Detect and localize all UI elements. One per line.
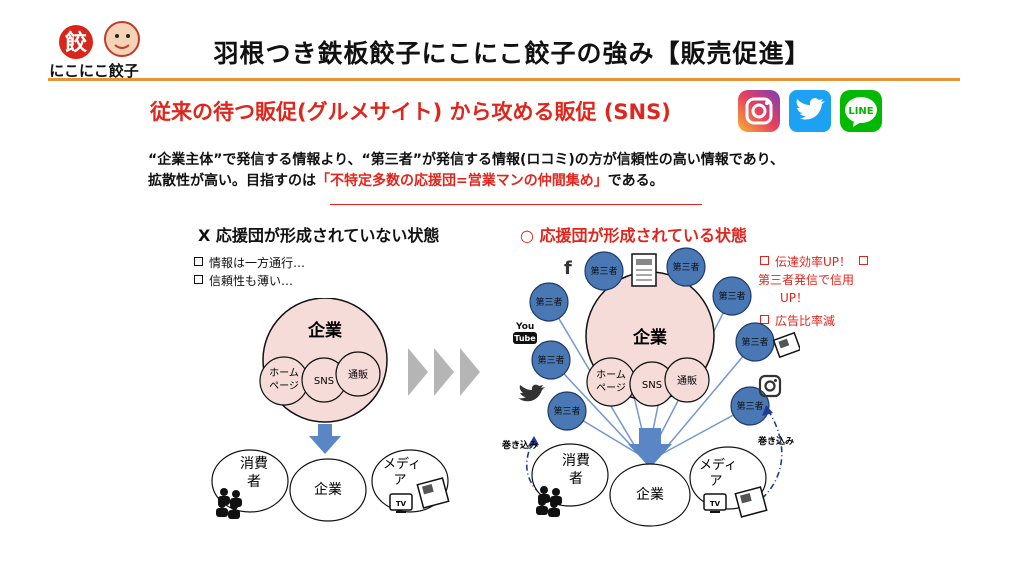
mailorder-circle bbox=[335, 351, 381, 397]
down-arrow bbox=[639, 428, 661, 446]
left-heading: Ⅹ 応援団が形成されていない状態 bbox=[198, 226, 440, 245]
left-bullet-1: 情報は一方通行… bbox=[194, 254, 305, 271]
logo-text: にこにこ餃子 bbox=[49, 62, 138, 80]
highlight-text: 「不特定多数の応援団=営業マンの仲間集め」 bbox=[316, 173, 608, 189]
logo-mark: 餃 bbox=[65, 30, 88, 56]
right-diagram: 企業 ホーム ページ SNS 通販 第三者 第三者 第三者 第三者 第三者 第三… bbox=[501, 247, 800, 527]
svg-text:SNS: SNS bbox=[314, 376, 334, 387]
svg-text:消費: 消費 bbox=[562, 453, 590, 469]
instagram-icon bbox=[738, 90, 780, 132]
svg-text:ア: ア bbox=[709, 474, 722, 489]
company-label: 企業 bbox=[307, 320, 342, 341]
svg-text:You: You bbox=[515, 322, 534, 332]
checkbox-icon bbox=[760, 256, 769, 265]
svg-text:者: 者 bbox=[247, 474, 261, 490]
left-bullet-2: 信頼性も薄い… bbox=[194, 272, 293, 289]
page-title: 羽根つき鉄板餃子にこにこ餃子の強み【販売促進】 bbox=[213, 39, 811, 68]
svg-text:Tube: Tube bbox=[514, 334, 536, 343]
svg-text:第三者: 第三者 bbox=[590, 265, 617, 277]
svg-text:第三者: 第三者 bbox=[553, 405, 580, 417]
chevron-arrows bbox=[408, 348, 480, 396]
svg-text:LINE: LINE bbox=[848, 106, 873, 117]
right-note-4: 広告比率減 bbox=[760, 312, 835, 329]
svg-text:第三者: 第三者 bbox=[672, 261, 699, 273]
facebook-icon: f bbox=[564, 258, 572, 279]
svg-text:通販: 通販 bbox=[677, 375, 697, 387]
tv-icon: TV bbox=[703, 493, 727, 513]
line-icon: LINE bbox=[840, 90, 882, 132]
svg-text:第三者: 第三者 bbox=[535, 296, 562, 308]
body-text: “企業主体”で発信する情報より、“第三者”が発信する情報(ロコミ)の方が信頼性の… bbox=[148, 150, 908, 192]
left-diagram: 企業 ホーム ページ SNS 通販 消費 者 企業 メディ ア TV bbox=[211, 298, 450, 522]
svg-text:者: 者 bbox=[569, 471, 583, 487]
wrap-in-label-right: 巻き込み bbox=[757, 435, 794, 447]
down-arrow bbox=[318, 424, 332, 438]
right-heading: ○ 応援団が形成されている状態 bbox=[520, 226, 748, 245]
mailorder-circle bbox=[664, 357, 710, 403]
third-party-node bbox=[547, 391, 587, 431]
homepage-circle bbox=[586, 357, 636, 407]
newspaper-icon bbox=[416, 477, 450, 509]
mascot-image bbox=[104, 21, 140, 57]
instagram-icon bbox=[758, 374, 782, 398]
youtube-icon: You Tube bbox=[513, 322, 537, 344]
svg-text:TV: TV bbox=[396, 500, 407, 508]
section-subtitle: 従来の待つ販促(グルメサイト) から攻める販促 (SNS) bbox=[150, 100, 671, 124]
consumer-circle bbox=[211, 449, 289, 513]
twitter-icon bbox=[789, 90, 831, 132]
people-icon bbox=[536, 486, 562, 517]
twitter-icon bbox=[518, 384, 545, 402]
svg-text:企業: 企業 bbox=[632, 327, 667, 348]
logo-badge bbox=[59, 25, 93, 59]
svg-text:第三者: 第三者 bbox=[736, 400, 763, 412]
svg-text:ホーム: ホーム bbox=[269, 367, 299, 379]
third-party-node bbox=[712, 276, 752, 316]
checkbox-icon bbox=[194, 275, 203, 284]
header-divider bbox=[48, 78, 960, 81]
third-party-node bbox=[584, 251, 624, 291]
svg-text:企業: 企業 bbox=[314, 481, 342, 498]
newspaper-icon bbox=[772, 331, 800, 359]
third-party-labels: 第三者 第三者 第三者 第三者 第三者 第三者 第三者 第三者 bbox=[535, 261, 768, 417]
newspaper-icon bbox=[631, 253, 657, 287]
right-note-2: 第三者発信で信用 bbox=[758, 273, 855, 287]
consumer-circle bbox=[531, 443, 609, 507]
newspaper-icon bbox=[734, 486, 768, 518]
svg-text:第三者: 第三者 bbox=[741, 336, 768, 348]
third-party-node bbox=[529, 282, 569, 322]
svg-text:TV: TV bbox=[710, 500, 721, 508]
people-icon bbox=[216, 488, 242, 519]
brand-logo: 餃 にこにこ餃子 bbox=[49, 21, 140, 80]
body-line-1: “企業主体”で発信する情報より、“第三者”が発信する情報(ロコミ)の方が信頼性の… bbox=[148, 152, 785, 168]
company-small-circle bbox=[289, 458, 367, 522]
third-party-node bbox=[730, 386, 770, 426]
svg-text:第三者: 第三者 bbox=[718, 290, 745, 302]
svg-text:メディ: メディ bbox=[699, 457, 737, 473]
checkbox-icon bbox=[194, 257, 203, 266]
body-line-2: 拡散性が高い。目指すのは「不特定多数の応援団=営業マンの仲間集め」である。 bbox=[148, 173, 664, 189]
svg-text:ページ: ページ bbox=[269, 381, 299, 392]
svg-text:メディ: メディ bbox=[383, 456, 421, 472]
wrap-in-arrow-right bbox=[757, 409, 783, 503]
third-party-node bbox=[666, 247, 706, 287]
tv-icon: TV bbox=[389, 493, 413, 513]
svg-text:SNS: SNS bbox=[642, 380, 662, 391]
wrap-in-label-left: 巻き込み bbox=[501, 439, 538, 451]
svg-text:ア: ア bbox=[393, 473, 406, 488]
svg-text:通販: 通販 bbox=[348, 369, 368, 381]
company-small-circle bbox=[609, 463, 691, 527]
body-divider bbox=[330, 204, 702, 205]
svg-text:第三者: 第三者 bbox=[537, 354, 564, 366]
checkbox-icon bbox=[760, 315, 769, 324]
svg-text:ホーム: ホーム bbox=[596, 369, 626, 381]
svg-text:ページ: ページ bbox=[596, 383, 626, 394]
social-icons: LINE bbox=[738, 90, 882, 132]
right-note-1: 伝達効率UP！ bbox=[760, 253, 869, 270]
checkbox-icon bbox=[859, 256, 869, 265]
third-party-nodes bbox=[529, 247, 775, 431]
svg-text:消費: 消費 bbox=[240, 456, 268, 472]
third-party-node bbox=[531, 340, 571, 380]
right-note-3: UP！ bbox=[780, 291, 809, 305]
svg-text:企業: 企業 bbox=[636, 486, 664, 503]
